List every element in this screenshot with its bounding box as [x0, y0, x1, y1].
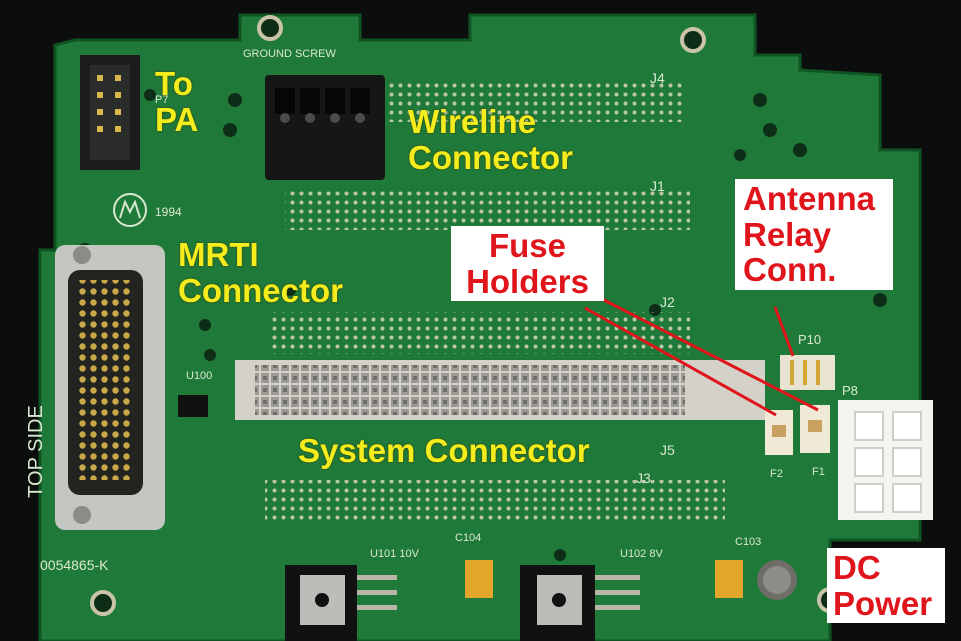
u102-label: U102 8V	[620, 548, 663, 560]
u100-label: U100	[186, 370, 213, 382]
p8-label: P8	[842, 383, 858, 398]
u101-label: U101 10V	[370, 548, 419, 560]
wireline-connector-label: Wireline Connector	[408, 103, 573, 176]
antenna-relay-conn-label: Antenna Relay Conn.	[735, 179, 893, 290]
f2-label: F2	[770, 468, 783, 480]
year-label: 1994	[155, 205, 182, 219]
mrti-connector-label: MRTI Connector	[178, 236, 343, 309]
p7-label: P7	[155, 94, 169, 106]
system-connector-label: System Connector	[298, 432, 590, 469]
p10-label: P10	[798, 332, 822, 347]
f1-label: F1	[812, 466, 825, 478]
fuse-holders-label: Fuse Holders	[451, 226, 604, 302]
to-pa-label: To PA	[155, 65, 199, 138]
ground-screw-label: GROUND SCREW	[243, 48, 336, 60]
part-number-label: 0054865-K	[40, 557, 109, 573]
j1-label: J1	[650, 178, 665, 194]
c103-label: C103	[735, 536, 762, 548]
j2-label: J2	[660, 294, 675, 310]
j4-label: J4	[650, 70, 665, 86]
top-side-label: TOP SIDE	[24, 405, 47, 498]
j3-label: J3	[636, 470, 651, 486]
j5-label: J5	[660, 442, 675, 458]
dc-power-label: DC Power	[827, 548, 945, 624]
c104-label: C104	[455, 532, 482, 544]
